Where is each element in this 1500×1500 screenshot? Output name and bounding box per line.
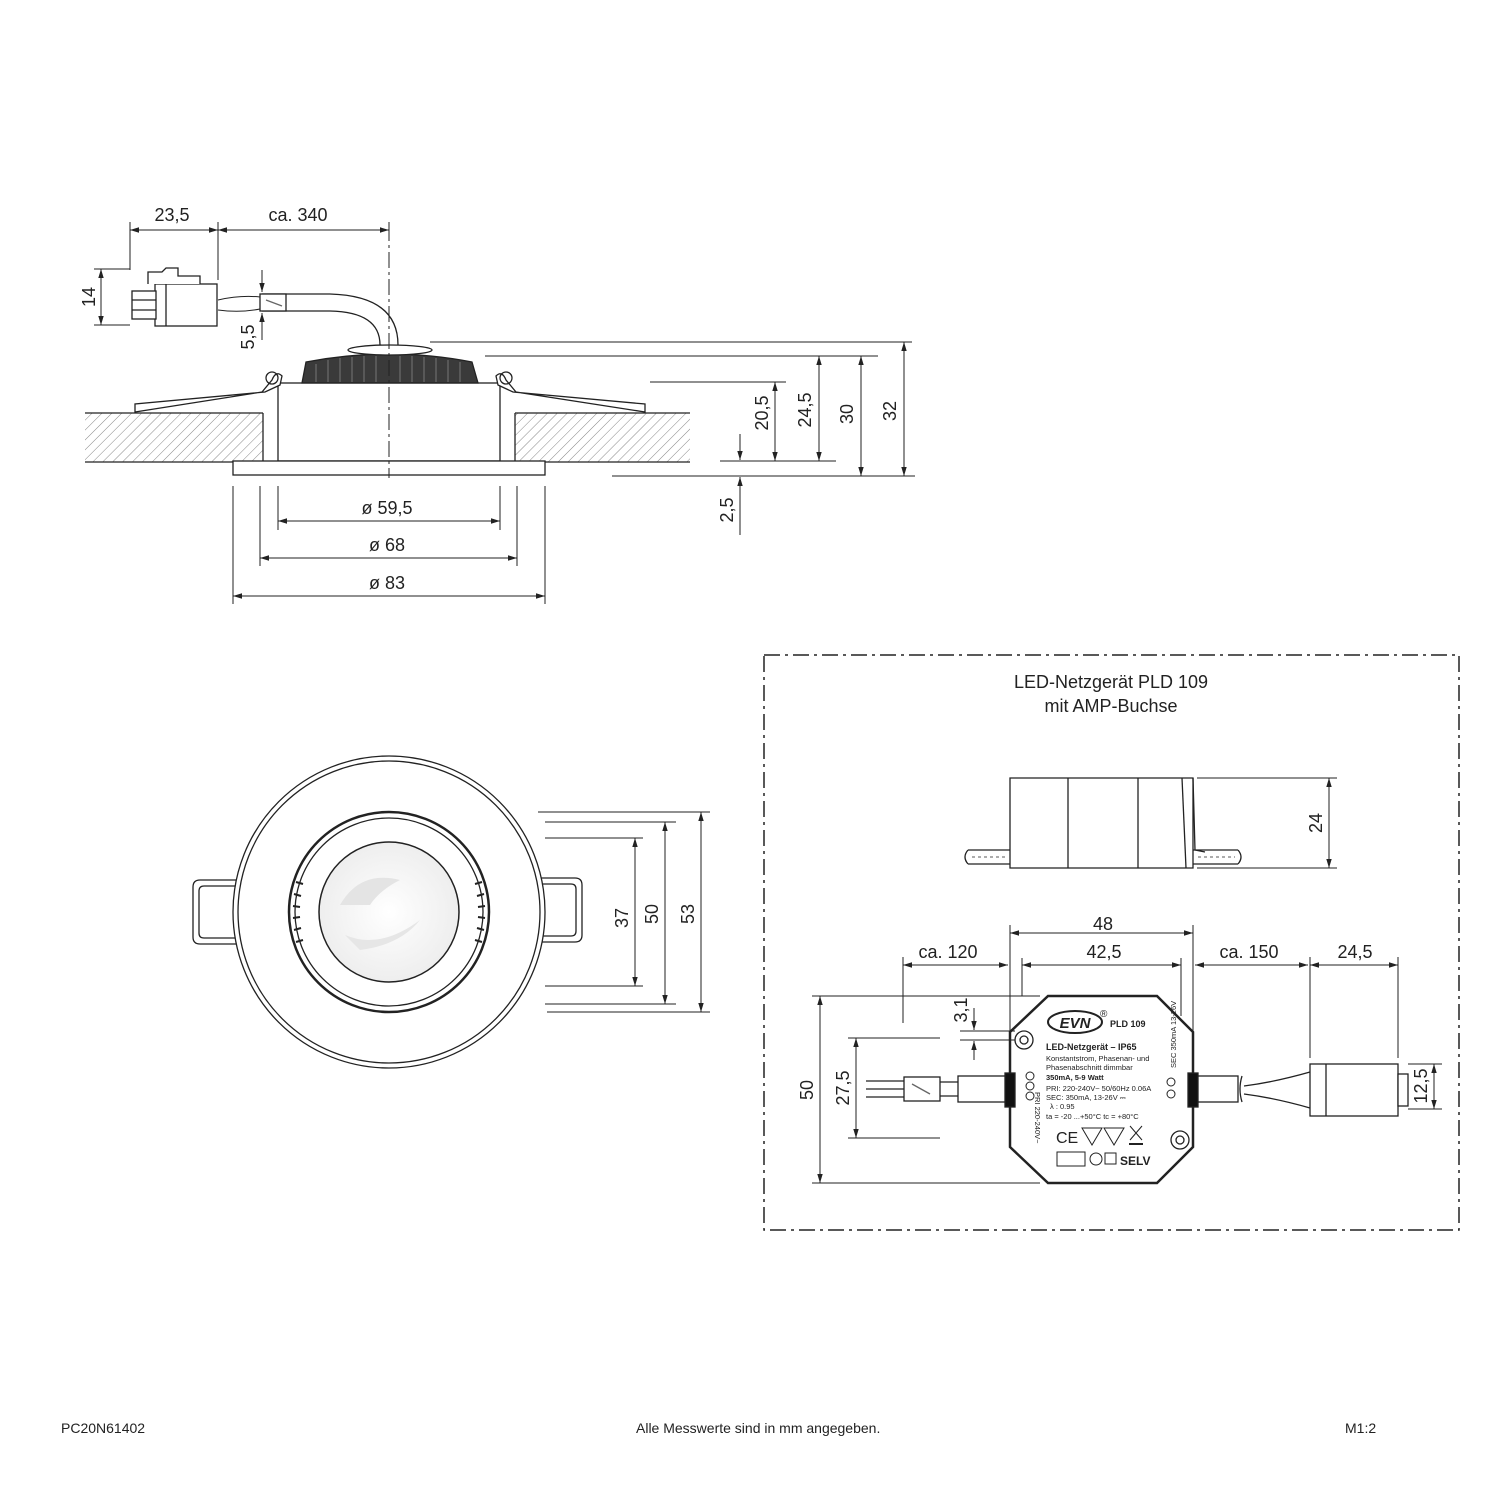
front-view [192,755,583,1069]
dim-connector-height: 14 [79,287,99,307]
scale-note: M1:2 [1345,1420,1377,1436]
driver-frame [763,654,1460,1231]
side-view [85,225,690,478]
cable [262,293,399,346]
dim-front-53: 53 [678,904,698,924]
driver-title-line2: mit AMP-Buchse [1044,696,1177,716]
tab-left [192,879,246,945]
evn-logo [1047,1010,1103,1034]
dim-driver-cable-out: ca. 150 [1219,942,1278,962]
lens [318,841,460,983]
spring-clip-right [495,373,646,413]
dim-connector-length: 23,5 [154,205,189,225]
dim-driver-height: 24 [1306,813,1326,833]
driver-label: EVN PLD 109 ® LED-Netzgerät – IP65 Konst… [1025,1001,1178,1168]
registered-mark: ® [1100,1009,1108,1020]
label-line7: λ : 0.95 [1050,1102,1075,1111]
label-line2: Konstantstrom, Phasenan- und [1046,1054,1149,1063]
dim-driver-depth-50: 50 [797,1080,817,1100]
dim-driver-plug-length: 24,5 [1337,942,1372,962]
amp-connector [131,267,218,327]
dim-height-20-5: 20,5 [752,395,772,430]
label-pri-side: PRI 220-240V~ [1033,1092,1042,1144]
label-line5: PRI: 220-240V~ 50/60Hz 0.06A [1046,1084,1151,1093]
label-line6: SEC: 350mA, 13-26V ⎓ [1046,1093,1127,1102]
label-sec-side: SEC 350mA 13-26V [1169,1001,1178,1068]
dim-driver-42-5: 42,5 [1086,942,1121,962]
inner-ring [287,810,491,1014]
dim-driver-depth-27-5: 27,5 [833,1070,853,1105]
label-line8: ta = -20 ...+50°C tc = +80°C [1046,1112,1139,1121]
ceiling-right [515,413,690,462]
dim-cable-diameter: 5,5 [238,324,258,349]
side-view-dimensions [94,222,915,604]
driver-side-view [964,777,1242,869]
dim-diameter-59-5: ø 59,5 [361,498,412,518]
ceiling-left [85,413,263,462]
driver-top-view [866,994,1409,1185]
dim-height-30: 30 [837,404,857,424]
driver-title-line1: LED-Netzgerät PLD 109 [1014,672,1208,692]
dim-driver-cable-in: ca. 120 [918,942,977,962]
dim-driver-hole-offset: 3,1 [951,997,971,1022]
measurement-note: Alle Messwerte sind in mm angegeben. [636,1420,881,1436]
dim-front-37: 37 [612,908,632,928]
label-line1: LED-Netzgerät – IP65 [1046,1042,1137,1052]
tab-right [535,877,583,943]
dim-cable-length: ca. 340 [268,205,327,225]
label-line4: 350mA, 5-9 Watt [1046,1073,1104,1082]
drawing-code: PC20N61402 [61,1420,146,1436]
spring-clip-left [134,373,283,413]
dim-flange: 2,5 [717,497,737,522]
dim-driver-48: 48 [1093,914,1113,934]
dim-front-50: 50 [642,904,662,924]
ce-mark: CE [1056,1130,1078,1147]
dim-height-24-5: 24,5 [795,392,815,427]
dim-diameter-83: ø 83 [369,573,405,593]
dim-height-32: 32 [880,401,900,421]
driver-amp-plug [1309,1063,1399,1117]
front-view-dimensions [538,811,710,1013]
label-line3: Phasenabschnitt dimmbar [1046,1063,1133,1072]
driver-housing [1008,994,1195,1185]
dim-driver-plug-height: 12,5 [1411,1068,1431,1103]
logo-text: EVN [1060,1015,1092,1032]
dim-diameter-68: ø 68 [369,535,405,555]
driver-dimensions [812,925,1442,1184]
selv-mark: SELV [1120,1154,1150,1168]
label-model: PLD 109 [1110,1019,1146,1029]
